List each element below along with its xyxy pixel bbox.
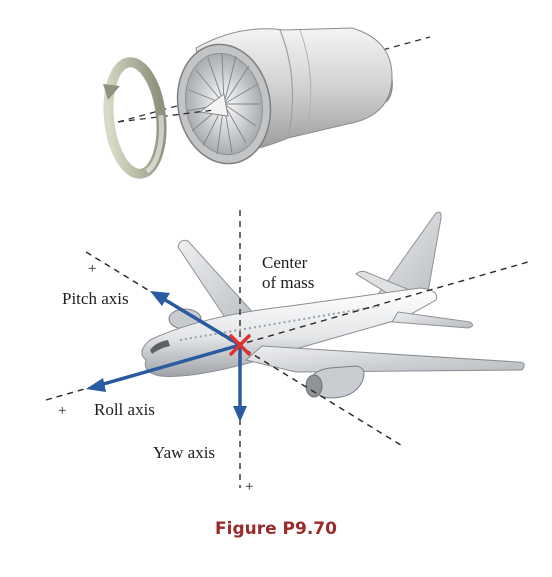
roll-plus-sign: +: [58, 403, 67, 419]
center-of-mass-marker: [229, 334, 251, 356]
axis-lines: [45, 210, 529, 488]
yaw-plus-sign: +: [245, 479, 254, 495]
roll-axis-label: Roll axis: [94, 400, 155, 419]
yaw-axis-label: Yaw axis: [153, 443, 216, 462]
pitch-axis-label: Pitch axis: [62, 289, 129, 308]
pitch-plus-sign: +: [88, 261, 97, 277]
roll-arrow: [99, 343, 241, 387]
center-of-mass-label-line2: of mass: [262, 273, 315, 292]
pitch-axis-line: [85, 251, 405, 448]
pitch-arrow: [161, 296, 241, 347]
jet-engine-icon: [117, 27, 431, 165]
figure-caption: Figure P9.70: [215, 519, 337, 539]
axis-arrows: [86, 291, 247, 422]
airplane-icon: [141, 211, 525, 399]
rotation-arrow-icon: [103, 57, 167, 179]
center-of-mass-label-line1: Center: [262, 253, 308, 272]
